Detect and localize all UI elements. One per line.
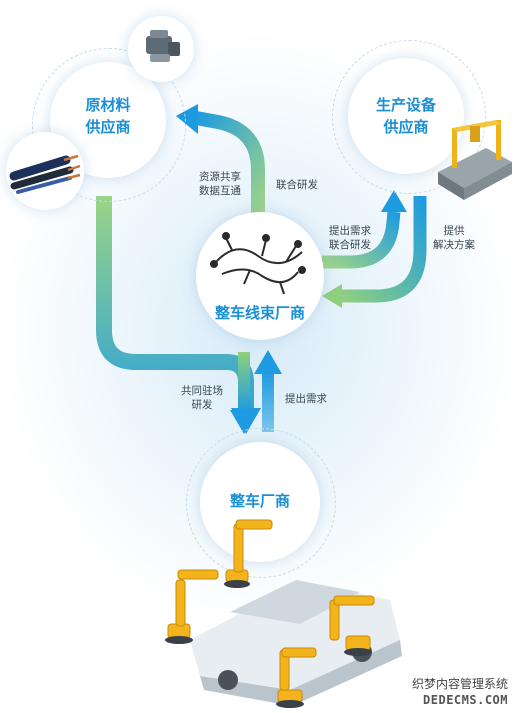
edge-label-onsite-line2: 研发 — [191, 399, 213, 411]
wire-harness-icon — [210, 232, 306, 295]
equipment-title-line1: 生产设备 — [375, 96, 436, 114]
harness-node — [196, 212, 324, 340]
arrow-equipment-to-harness — [340, 196, 427, 303]
edge-label-provide-solution-line1: 提供 — [443, 225, 465, 237]
raw-material-title-line1: 原材料 — [85, 96, 131, 114]
oem-title: 整车厂商 — [229, 492, 290, 510]
edge-label-demand-joint: 提出需求 联合研发 — [320, 224, 380, 252]
raw-material-ring — [32, 48, 186, 202]
equipment-title-line2: 供应商 — [383, 118, 429, 136]
arrow-harness-to-raw — [194, 111, 265, 218]
oem-ring — [186, 428, 336, 578]
edge-label-share-line2: 数据互通 — [199, 185, 241, 197]
oem-node — [200, 442, 320, 562]
watermark-line2: DEDECMS.COM — [423, 693, 509, 707]
watermark: 织梦内容管理系统 DEDECMS.COM — [412, 676, 508, 708]
raw-material-title: 原材料 供应商 — [60, 94, 156, 138]
edge-label-share-line1: 资源共享 — [199, 171, 241, 183]
edge-label-demand: 提出需求 — [285, 393, 327, 405]
edge-label-provide-solution-line2: 解决方案 — [433, 239, 475, 251]
edge-label-share: 资源共享 数据互通 — [190, 170, 250, 198]
equipment-title: 生产设备 供应商 — [352, 94, 460, 138]
assembly-machine-icon — [438, 120, 512, 200]
harness-maker-title: 整车线束厂商 — [214, 304, 305, 322]
arrow-harness-to-raw-head — [176, 104, 198, 134]
edge-label-onsite-line1: 共同驻场 — [181, 385, 223, 397]
edge-label-demand-joint-line1: 提出需求 — [329, 225, 371, 237]
arrow-harness-to-equipment — [322, 211, 401, 269]
robot-base-icon — [165, 580, 372, 708]
arrow-harness-down — [238, 352, 250, 412]
equipment-node — [348, 58, 464, 174]
arrow-equipment-to-harness-head — [322, 284, 342, 308]
connector-icon — [146, 30, 180, 62]
raw-material-title-line2: 供应商 — [85, 118, 131, 136]
cable-icon — [9, 154, 81, 194]
watermark-line1: 织梦内容管理系统 — [412, 677, 509, 691]
edge-label-provide-solution: 提供 解决方案 — [424, 224, 484, 252]
arrow-oem-up — [262, 372, 274, 432]
edge-label-onsite: 共同驻场 研发 — [172, 384, 232, 412]
arrow-harness-down-head — [230, 410, 258, 434]
arrow-harness-to-equipment-head — [381, 190, 407, 212]
equipment-ring — [332, 40, 486, 194]
edge-label-joint-dev: 联合研发 — [276, 179, 318, 191]
edge-label-demand-joint-line2: 联合研发 — [329, 239, 371, 251]
arrow-oem-up-head — [254, 350, 282, 374]
